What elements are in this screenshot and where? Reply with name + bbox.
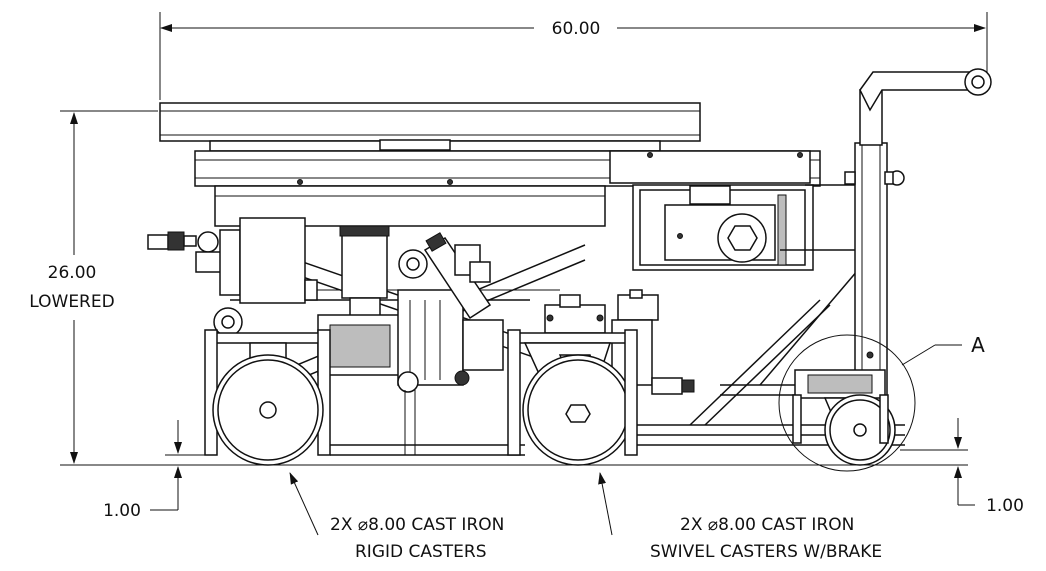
top-platform — [159, 102, 701, 152]
swivel-caster-line2: SWIVEL CASTERS W/BRAKE — [650, 542, 882, 562]
overall-length-label: 60.00 — [552, 19, 601, 39]
dimension-left-clearance: 1.00 — [103, 420, 210, 521]
swivel-caster-brake — [507, 329, 638, 466]
dimension-right-clearance: 1.00 — [900, 418, 1024, 516]
left-clearance-label: 1.00 — [103, 501, 141, 521]
rigid-caster-line2: RIGID CASTERS — [355, 542, 487, 562]
rigid-caster-line1: 2X ⌀8.00 CAST IRON — [330, 515, 504, 535]
dimension-overall-length: 60.00 — [159, 12, 988, 100]
center-frame — [330, 390, 525, 456]
detail-circle-icon: A — [778, 333, 985, 472]
reservoir-cylinder — [317, 225, 504, 393]
gearbox-motor — [632, 184, 814, 271]
height-note-label: LOWERED — [29, 292, 114, 312]
angled-cylinder — [423, 232, 492, 320]
dimension-height: 26.00 LOWERED — [29, 110, 210, 466]
callout-rigid-casters: 2X ⌀8.00 CAST IRON RIGID CASTERS — [289, 472, 504, 562]
right-clearance-label: 1.00 — [986, 496, 1024, 516]
callout-swivel-casters: 2X ⌀8.00 CAST IRON SWIVEL CASTERS W/BRAK… — [598, 472, 882, 562]
hydraulic-valves-left — [147, 217, 428, 337]
detail-a-label: A — [971, 333, 985, 357]
front-swivel-caster — [792, 369, 896, 466]
swivel-caster-line1: 2X ⌀8.00 CAST IRON — [680, 515, 854, 535]
rigid-caster-wheel — [212, 354, 324, 466]
height-value-label: 26.00 — [48, 263, 97, 283]
lower-deck — [194, 150, 821, 227]
